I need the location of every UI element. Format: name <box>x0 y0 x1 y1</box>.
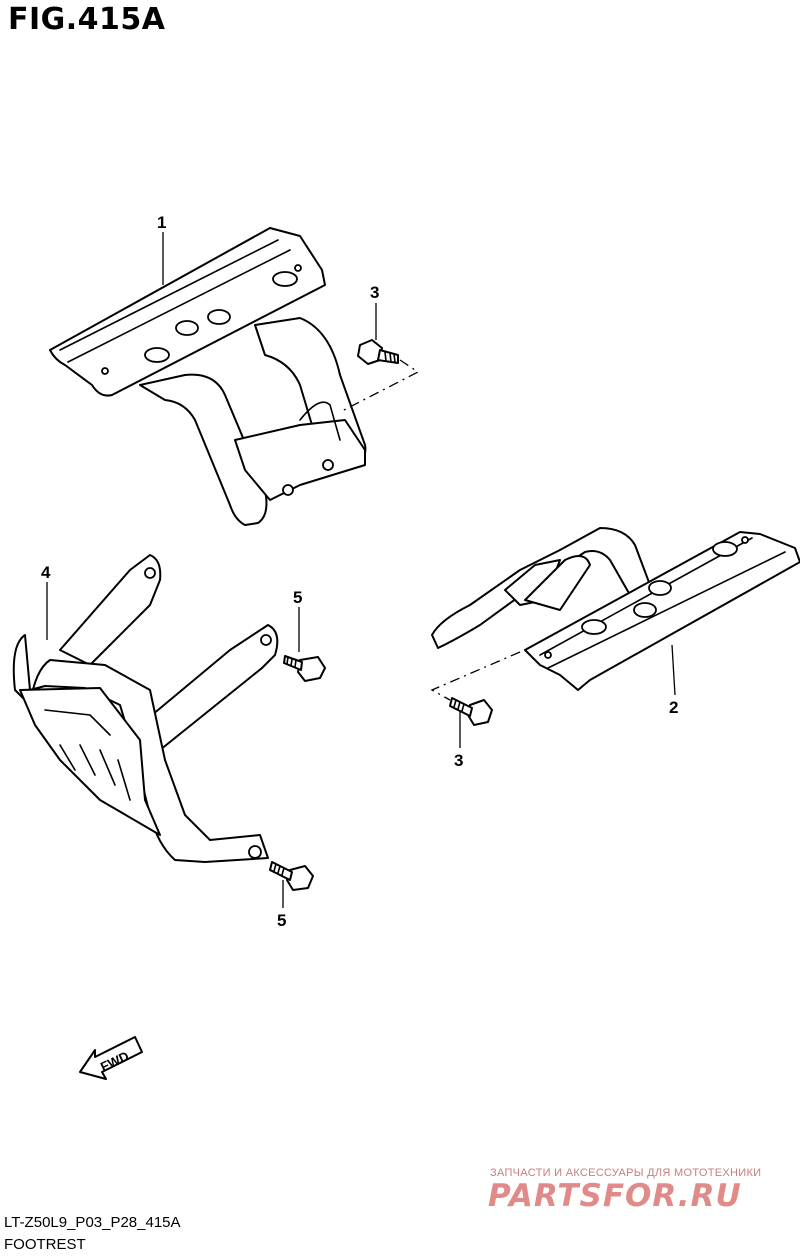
watermark-tagline: ЗАПЧАСТИ И АКСЕССУАРЫ ДЛЯ МОТОТЕХНИКИ <box>490 1167 762 1179</box>
figure-title: FIG.415A <box>8 2 166 37</box>
part-3-bolt-upper[interactable] <box>357 339 399 365</box>
diagram-caption: FOOTREST <box>4 1236 86 1253</box>
callout-1: 1 <box>157 213 166 232</box>
leader-2 <box>671 644 676 696</box>
callout-3-upper: 3 <box>370 283 379 302</box>
watermark-logo: PARTSFOR.RU <box>488 1178 742 1214</box>
part-5-bolt-lower[interactable] <box>269 861 314 891</box>
fwd-direction-arrow: FWD <box>79 1036 143 1080</box>
part-4-footrest-guard[interactable] <box>12 554 279 863</box>
part-2-footrest-bracket[interactable] <box>431 527 800 691</box>
part-3-bolt-lower[interactable] <box>449 697 493 726</box>
part-1-footrest-bracket[interactable] <box>49 227 367 526</box>
callout-5-lower: 5 <box>277 911 286 930</box>
callout-3-lower: 3 <box>454 751 463 770</box>
part-5-bolt-upper[interactable] <box>283 655 326 682</box>
diagram-code: LT-Z50L9_P03_P28_415A <box>4 1214 181 1231</box>
callout-5-upper: 5 <box>293 588 302 607</box>
callout-2: 2 <box>669 698 678 717</box>
callout-4: 4 <box>41 563 51 582</box>
